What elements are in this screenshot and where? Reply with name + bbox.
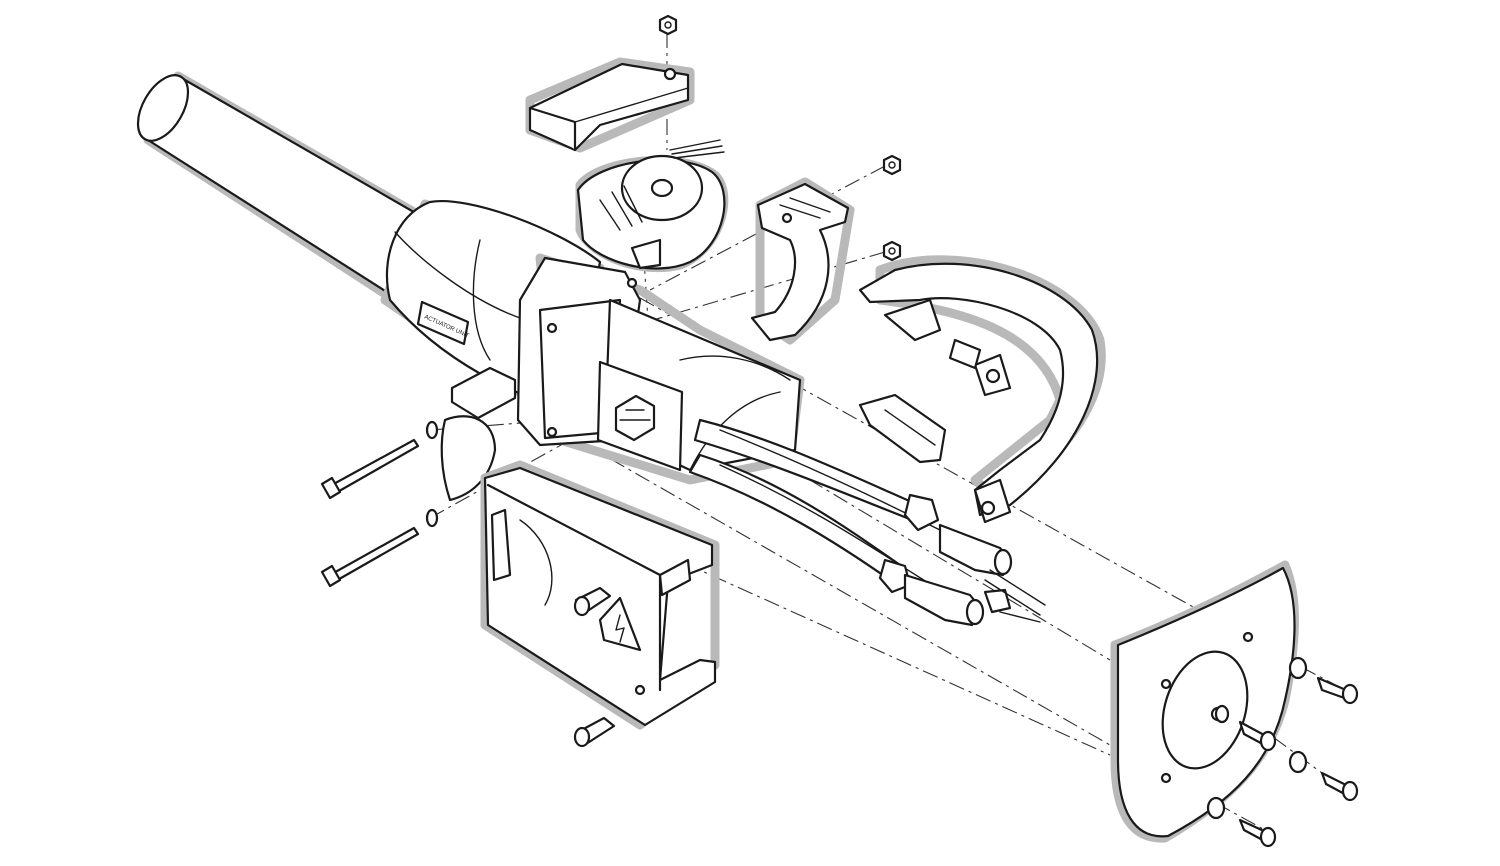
nut-bracket-upper (882, 154, 902, 176)
axis-line-clamp (584, 251, 886, 341)
axis-line-cover (499, 479, 1111, 756)
nut-bracket-lower (882, 240, 902, 262)
cable-tie-upper (903, 493, 940, 532)
nut-top (658, 14, 678, 36)
flange-screw-2 (1214, 704, 1277, 752)
c-bracket (858, 255, 1106, 524)
cap-screw-cover-upper (573, 586, 612, 617)
axis-line-flange-upper (639, 297, 1196, 609)
flange-screw-1 (1288, 656, 1359, 705)
long-bolt-upper (320, 420, 439, 500)
cap-screw-cover-lower (573, 716, 616, 748)
half-clamp (750, 177, 855, 345)
flange-screw-4 (1206, 796, 1277, 848)
position-sensor (575, 139, 729, 273)
cable-harness (688, 418, 1046, 627)
mounting-tab (440, 366, 517, 502)
long-bolt-lower (320, 508, 439, 588)
axis-line-screw-4 (1164, 774, 1266, 831)
ring-terminal (983, 588, 1012, 614)
connector-lower (903, 573, 984, 627)
high-voltage-warning-icon (598, 596, 642, 652)
axis-line-flange-lower (559, 429, 1111, 746)
cable-tie-lower (878, 558, 912, 594)
mounting-flange (1110, 560, 1299, 843)
axis-line-upper-bracket (649, 165, 886, 291)
axis-line-flange-mid (559, 329, 1111, 661)
gearbox-body (516, 253, 805, 485)
top-cover-bracket (525, 57, 695, 153)
hex-bolt-head (614, 394, 656, 442)
flange-screw-3 (1288, 750, 1359, 802)
